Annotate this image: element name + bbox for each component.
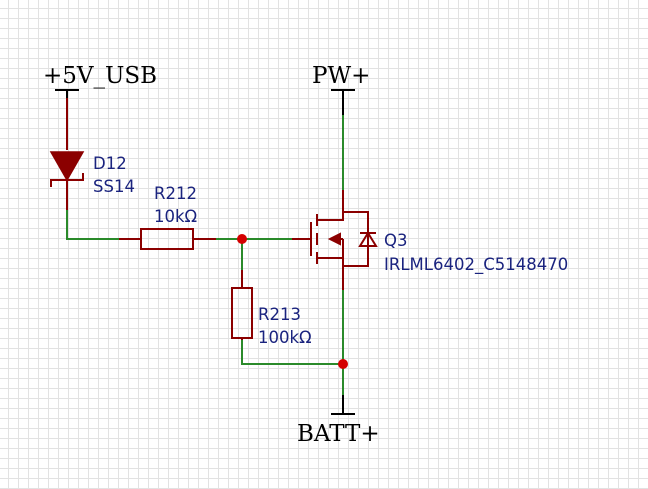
- wire-r213-to-batt: [241, 340, 343, 365]
- resistor-icon: [140, 228, 194, 250]
- junction-dot-icon: [237, 234, 247, 244]
- q3-value: IRLML6402_C5148470: [384, 255, 568, 275]
- schottky-diode-icon: [49, 151, 85, 187]
- wires: [66, 115, 344, 395]
- component-leads: [66, 90, 344, 340]
- q3-designator: Q3: [384, 231, 408, 250]
- wire-d12-to-r212: [66, 210, 119, 240]
- junction-dot-icon: [338, 359, 348, 369]
- net-label-usb: +5V_USB: [43, 63, 157, 89]
- d12-value: SS14: [93, 177, 135, 196]
- power-port-pw: [331, 89, 355, 115]
- power-port-batt: [331, 395, 355, 415]
- power-port-usb: [55, 89, 79, 98]
- r212-designator: R212: [154, 184, 197, 203]
- net-label-pw: PW+: [312, 63, 370, 89]
- r212-value: 10kΩ: [154, 207, 197, 226]
- r213-value: 100kΩ: [258, 328, 312, 347]
- p-channel-mosfet-icon: [310, 211, 378, 267]
- r213-designator: R213: [258, 305, 301, 324]
- resistor-icon: [231, 287, 253, 339]
- net-label-batt: BATT+: [297, 421, 380, 447]
- d12-designator: D12: [93, 154, 127, 173]
